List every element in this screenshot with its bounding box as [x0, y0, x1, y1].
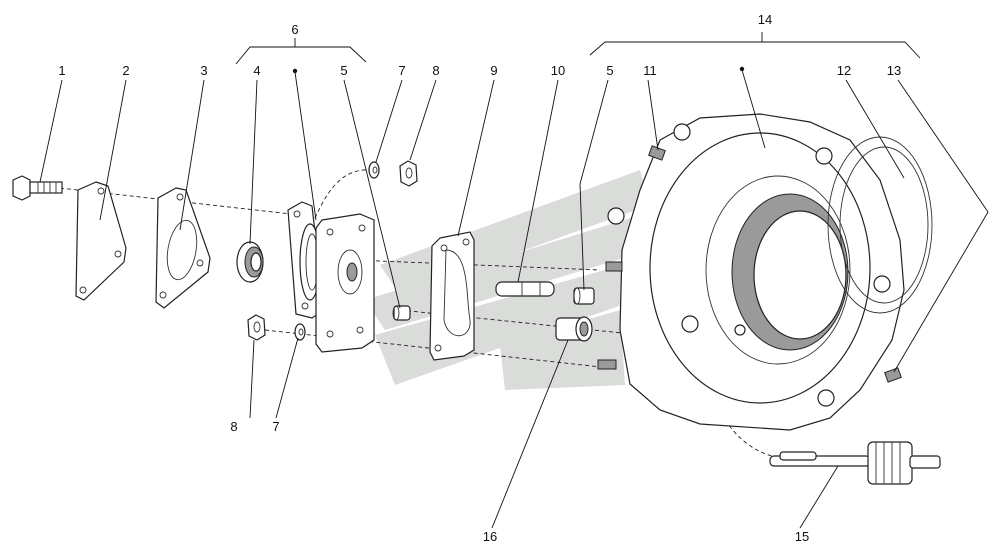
shaft-part-10 — [495, 281, 555, 297]
washer-part-7-top — [368, 161, 380, 179]
group-bracket-6 — [235, 38, 367, 65]
main-housing-part-14 — [607, 113, 905, 431]
callout-5-left: 5 — [340, 63, 347, 78]
callout-11: 11 — [643, 63, 657, 78]
seal-ring-part-4 — [236, 241, 264, 283]
nut-part-8-top — [399, 160, 418, 187]
callout-16: 16 — [483, 529, 497, 544]
housing-plate-part-6b — [315, 213, 375, 353]
washer-part-7-bottom — [294, 323, 306, 341]
callout-12: 12 — [837, 63, 851, 78]
callout-15: 15 — [795, 529, 809, 544]
stud-part-11-top — [648, 145, 666, 161]
callout-5-right: 5 — [606, 63, 613, 78]
callout-8-top: 8 — [432, 63, 439, 78]
plug-part-13 — [884, 367, 902, 383]
gasket-part-9 — [429, 231, 475, 361]
gear-shaft-part-15 — [769, 441, 941, 485]
watermark-logo-icon — [365, 170, 650, 390]
group-bracket-14 — [589, 32, 921, 59]
callout-2: 2 — [122, 63, 129, 78]
callout-6: 6 — [291, 22, 298, 37]
bolt-part-1 — [12, 175, 63, 201]
dowel-pin-part-5-right — [573, 287, 595, 305]
callout-8-bottom: 8 — [230, 419, 237, 434]
callout-9: 9 — [490, 63, 497, 78]
dowel-pin-part-5-left — [392, 305, 411, 321]
cover-plate-part-2 — [75, 181, 127, 301]
bushing-part-16 — [555, 316, 593, 342]
callout-14: 14 — [758, 12, 772, 27]
callout-7-top: 7 — [398, 63, 405, 78]
gasket-part-3 — [155, 187, 211, 309]
callout-10: 10 — [551, 63, 565, 78]
callout-13: 13 — [887, 63, 901, 78]
callout-3: 3 — [200, 63, 207, 78]
callout-1: 1 — [58, 63, 65, 78]
leader-lines — [39, 66, 989, 529]
nut-part-8-bottom — [247, 314, 266, 341]
stud-part-11-left — [605, 261, 623, 272]
callout-7-bottom: 7 — [272, 419, 279, 434]
stud-part-11-bottom — [597, 359, 617, 370]
callout-4: 4 — [253, 63, 260, 78]
